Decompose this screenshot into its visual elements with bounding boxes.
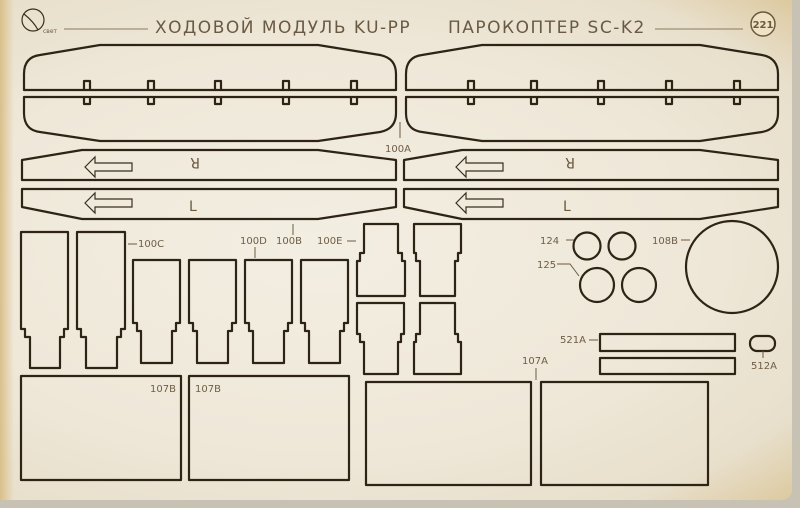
part-107b-left — [19, 374, 183, 482]
svg-text:R: R — [190, 154, 200, 170]
label-100e: 100E — [317, 236, 342, 247]
part-107b-right — [187, 374, 351, 482]
burnt-edge — [0, 0, 14, 500]
part-125-rings — [578, 266, 658, 304]
label-125: 125 — [537, 260, 556, 271]
part-100d-2 — [187, 258, 238, 365]
part-100d-3 — [243, 258, 294, 365]
logo-icon: свет — [21, 8, 58, 35]
part-100e-3 — [355, 301, 406, 376]
title-left: ХОДОВОЙ МОДУЛЬ KU-PP — [155, 16, 411, 38]
part-100c-2 — [75, 230, 127, 370]
svg-text:свет: свет — [43, 28, 58, 35]
label-100c: 100C — [138, 239, 164, 250]
title-right: ПАРОКОПТЕР SC-K2 — [448, 18, 646, 38]
leader-125 — [557, 263, 580, 277]
part-100e-4 — [412, 301, 463, 376]
part-512a — [748, 334, 777, 353]
label-100d: 100D — [240, 236, 267, 247]
label-521a: 521A — [560, 335, 586, 346]
part-107a-left — [364, 380, 533, 487]
part-100c-1 — [19, 230, 70, 370]
label-124: 124 — [540, 236, 559, 247]
part-100a-top-right — [404, 43, 780, 143]
part-100a-top-left — [22, 43, 398, 143]
part-100e-2 — [412, 222, 463, 298]
svg-text:R: R — [565, 154, 575, 170]
part-100b-1 — [299, 258, 350, 365]
label-107b-left: 107B — [150, 384, 176, 395]
part-521a-strips — [598, 332, 737, 376]
svg-text:221: 221 — [753, 20, 774, 31]
part-100e-1 — [355, 222, 407, 298]
part-108b-ring — [684, 219, 780, 315]
part-124-rings — [572, 231, 637, 261]
part-100d-1 — [131, 258, 182, 365]
part-track-r-right: R — [402, 148, 780, 182]
part-track-r-left: R — [20, 148, 398, 182]
label-107b-right: 107B — [195, 384, 221, 395]
svg-text:L: L — [563, 199, 571, 215]
label-107a: 107A — [522, 356, 548, 367]
part-track-l-right: L — [402, 187, 780, 221]
label-108b: 108B — [652, 236, 678, 247]
label-100a: 100A — [385, 144, 411, 155]
part-107a-right — [539, 380, 710, 487]
svg-text:L: L — [189, 199, 197, 215]
label-100b: 100B — [276, 236, 302, 247]
badge-icon: 221 — [750, 11, 776, 37]
part-track-l-left: L — [20, 187, 398, 221]
label-512a: 512A — [751, 361, 777, 372]
